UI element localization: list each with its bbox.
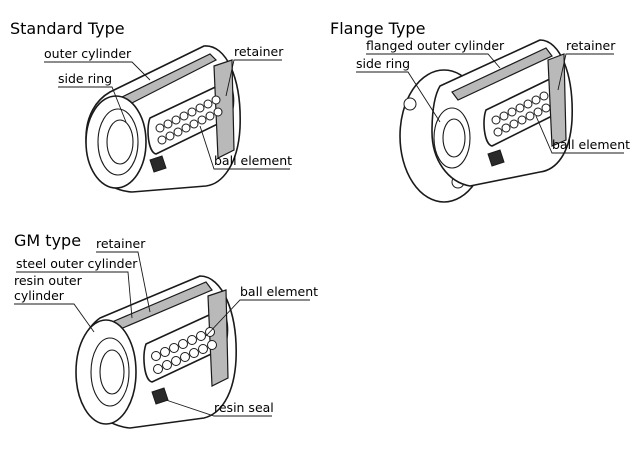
standard-bearing-illustration	[85, 45, 241, 193]
standard-label-outer-cylinder: outer cylinder	[44, 46, 132, 61]
flange-label-flanged-outer-cylinder: flanged outer cylinder	[366, 38, 505, 53]
flange-slot-bottom	[487, 149, 505, 167]
flange-label-side-ring: side ring	[356, 56, 410, 71]
flange-label-ball-element: ball element	[552, 137, 630, 152]
flange-type-title: Flange Type	[330, 19, 425, 38]
standard-type-group: Standard Type	[10, 19, 292, 193]
standard-label-retainer: retainer	[234, 44, 284, 59]
flange-retainer	[547, 53, 567, 147]
gm-label-resin-outer-cylinder-2: cylinder	[14, 288, 65, 303]
standard-ball-elements	[155, 95, 223, 145]
gm-bearing-illustration	[75, 275, 237, 429]
gm-ball-elements	[151, 327, 217, 374]
gm-type-title: GM type	[14, 231, 81, 250]
standard-side-ring	[97, 108, 139, 176]
gm-resin-outer-cylinder	[75, 319, 137, 425]
gm-label-retainer: retainer	[96, 236, 146, 251]
flange-ball-elements	[491, 91, 551, 137]
flange-slot-top	[451, 47, 553, 101]
standard-type-title: Standard Type	[10, 19, 125, 38]
standard-front-face	[85, 95, 147, 189]
flange-bore	[442, 118, 466, 158]
gm-type-group: GM type retainer steel outer cyli	[14, 231, 318, 429]
flange-mount-hole	[403, 97, 417, 111]
flange-side-ring	[433, 107, 471, 169]
flange-type-group: Flange Type	[330, 19, 630, 203]
gm-label-resin-seal: resin seal	[214, 400, 274, 415]
gm-resin-seal-slot	[151, 387, 169, 405]
standard-bore	[106, 119, 134, 165]
gm-label-resin-outer-cylinder-1: resin outer	[14, 273, 83, 288]
flange-bearing-illustration	[399, 39, 573, 203]
gm-retainer	[207, 289, 229, 387]
gm-bore	[99, 349, 125, 395]
flange-label-retainer: retainer	[566, 38, 616, 53]
gm-front-ring	[90, 337, 130, 407]
standard-slot-bottom	[149, 155, 167, 173]
gm-label-ball-element: ball element	[240, 284, 318, 299]
standard-label-ball-element: ball element	[214, 153, 292, 168]
standard-label-side-ring: side ring	[58, 71, 112, 86]
gm-label-steel-outer-cylinder: steel outer cylinder	[16, 256, 138, 271]
